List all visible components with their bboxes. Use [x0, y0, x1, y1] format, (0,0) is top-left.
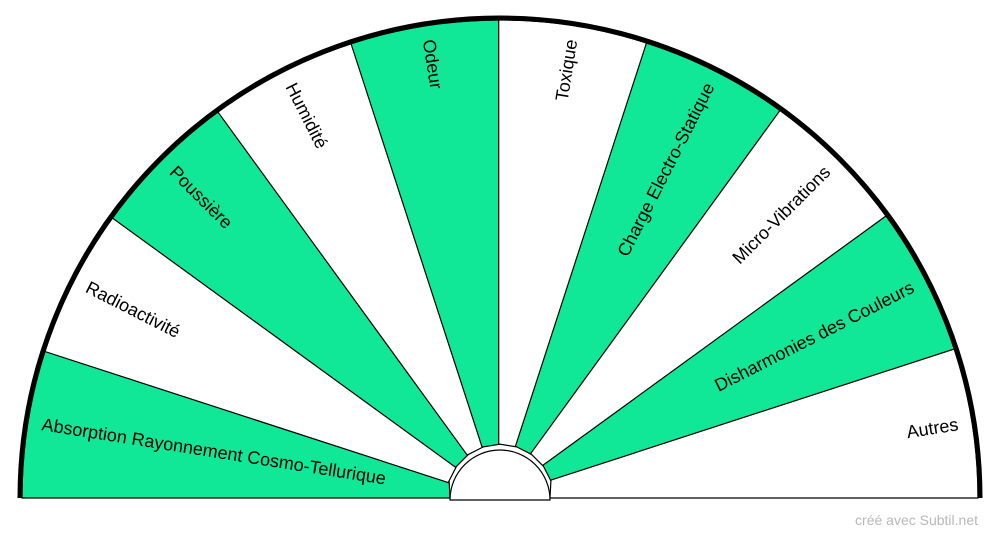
- dial-center-hub: [449, 449, 551, 501]
- dial-outer-arc: [17, 15, 983, 499]
- credit-text: créé avec Subtil.net: [855, 512, 978, 528]
- dial-segments: [21, 19, 979, 499]
